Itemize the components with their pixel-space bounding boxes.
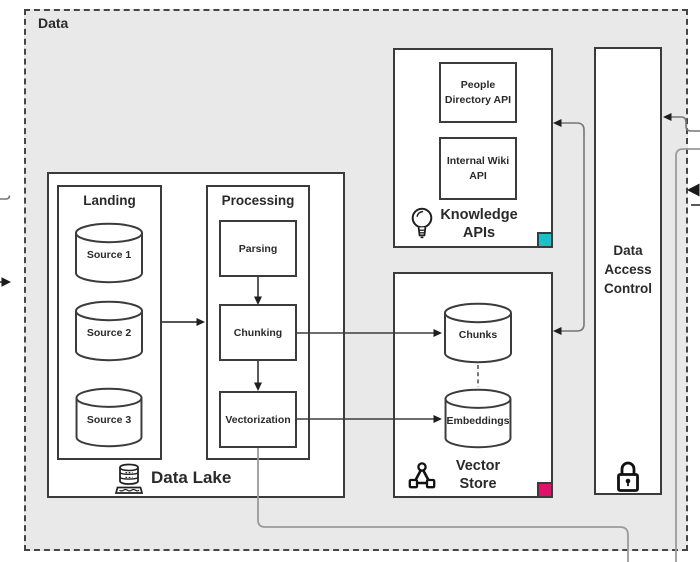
chunks-cylinder: Chunks bbox=[443, 302, 513, 364]
cylinder-shape bbox=[75, 222, 143, 284]
vectorization-box: Vectorization bbox=[219, 391, 297, 448]
data-access-control-label: Data Access Control bbox=[604, 243, 652, 296]
arrowhead-inbound-right-edge bbox=[687, 183, 700, 206]
embeddings-cylinder: Embeddings bbox=[443, 388, 513, 449]
lightbulb-icon bbox=[411, 207, 433, 239]
people-directory-api-label: People Directory API bbox=[444, 79, 512, 106]
parsing-label: Parsing bbox=[238, 242, 278, 255]
source-3-cylinder: Source 3 bbox=[74, 387, 144, 448]
parsing-box: Parsing bbox=[219, 220, 297, 277]
network-triangle-icon bbox=[408, 462, 436, 489]
processing-title: Processing bbox=[221, 193, 295, 208]
people-directory-api-box: People Directory API bbox=[439, 62, 517, 123]
source-1-label: Source 1 bbox=[86, 249, 132, 262]
chunking-label: Chunking bbox=[233, 326, 283, 339]
source-1-cylinder: Source 1 bbox=[74, 222, 144, 284]
data-lake-label: Data Lake bbox=[151, 468, 232, 487]
vector-store-label: Vector Store bbox=[455, 458, 501, 493]
cylinder-shape bbox=[444, 388, 512, 449]
knowledge-apis-accent-chip bbox=[537, 232, 553, 248]
vector-store-accent-chip bbox=[537, 482, 553, 498]
internal-wiki-api-label: Internal Wiki API bbox=[446, 155, 510, 182]
database-stack-icon bbox=[114, 463, 144, 494]
vectorization-label: Vectorization bbox=[225, 413, 291, 426]
cylinder-shape bbox=[75, 300, 143, 362]
data-region-title: Data bbox=[38, 15, 69, 31]
arrowhead-left-edge bbox=[0, 277, 11, 287]
line-left-edge-stub bbox=[0, 195, 11, 200]
source-3-label: Source 3 bbox=[86, 413, 132, 426]
cylinder-shape bbox=[444, 302, 512, 364]
cylinder-shape bbox=[75, 387, 143, 448]
chunks-label: Chunks bbox=[458, 329, 498, 342]
internal-wiki-api-box: Internal Wiki API bbox=[439, 137, 517, 200]
chunking-box: Chunking bbox=[219, 304, 297, 361]
source-2-label: Source 2 bbox=[86, 327, 132, 340]
embeddings-label: Embeddings bbox=[446, 414, 510, 427]
lock-icon bbox=[617, 461, 639, 492]
data-access-control-box bbox=[594, 47, 662, 495]
landing-title: Landing bbox=[83, 193, 136, 208]
source-2-cylinder: Source 2 bbox=[74, 300, 144, 362]
knowledge-apis-label: Knowledge APIs bbox=[440, 207, 518, 242]
